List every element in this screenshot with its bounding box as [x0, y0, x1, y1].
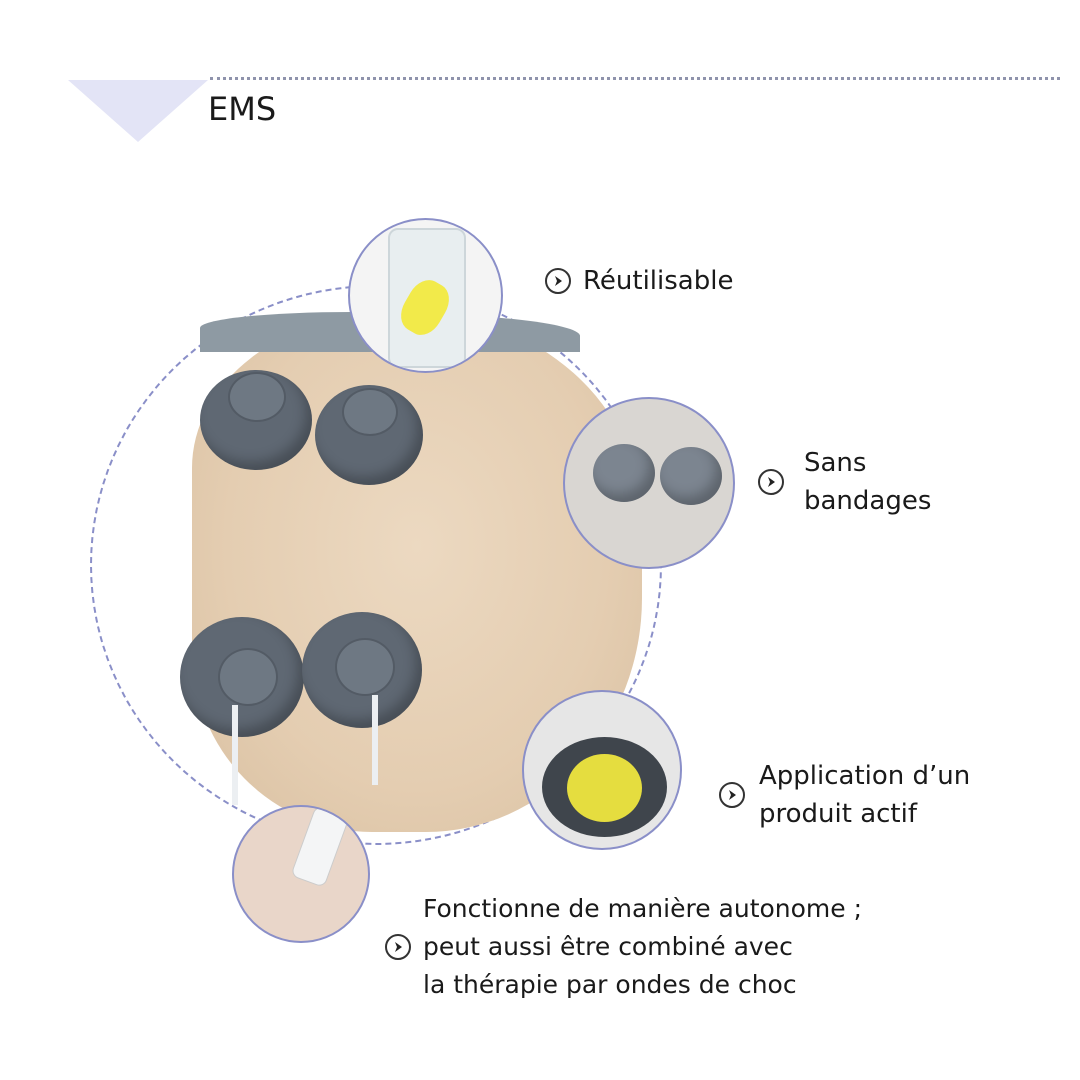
feature-label: peut aussi être combiné avec	[423, 932, 793, 961]
cable-image	[372, 695, 378, 785]
feature-label: Application d’un	[759, 761, 971, 791]
feature-label: la thérapie par ondes de choc	[423, 970, 797, 999]
cup-knob-image	[342, 388, 398, 436]
feature-no-bandages: Sans bandages	[758, 444, 931, 520]
feature-active-product: Application d’un produit actif	[719, 757, 970, 833]
chevron-right-circle-icon	[545, 268, 571, 294]
feature-label: Fonctionne de manière autonome ;	[423, 894, 863, 923]
cup-knob-image	[335, 638, 395, 696]
jar-image-circle	[348, 218, 503, 373]
page-title: EMS	[208, 90, 277, 128]
feature-reusable: Réutilisable	[545, 262, 733, 300]
cable-image	[232, 705, 238, 805]
active-product-image-circle	[522, 690, 682, 850]
feature-autonomous: Fonctionne de manière autonome ; peut aus…	[385, 890, 862, 1004]
chevron-right-circle-icon	[385, 934, 411, 960]
feature-label: Sans	[804, 448, 867, 478]
feature-label: produit actif	[759, 799, 917, 829]
cup-knob-image	[228, 372, 286, 422]
chevron-right-circle-icon	[719, 782, 745, 808]
chevron-right-circle-icon	[758, 469, 784, 495]
header-triangle-decoration	[68, 80, 208, 142]
cups-on-skin-image-circle	[563, 397, 735, 569]
cup-knob-image	[218, 648, 278, 706]
header-dotted-divider	[210, 77, 1060, 80]
feature-label: Réutilisable	[583, 266, 734, 296]
feature-label: bandages	[804, 486, 932, 516]
shockwave-handpiece-image-circle	[232, 805, 370, 943]
